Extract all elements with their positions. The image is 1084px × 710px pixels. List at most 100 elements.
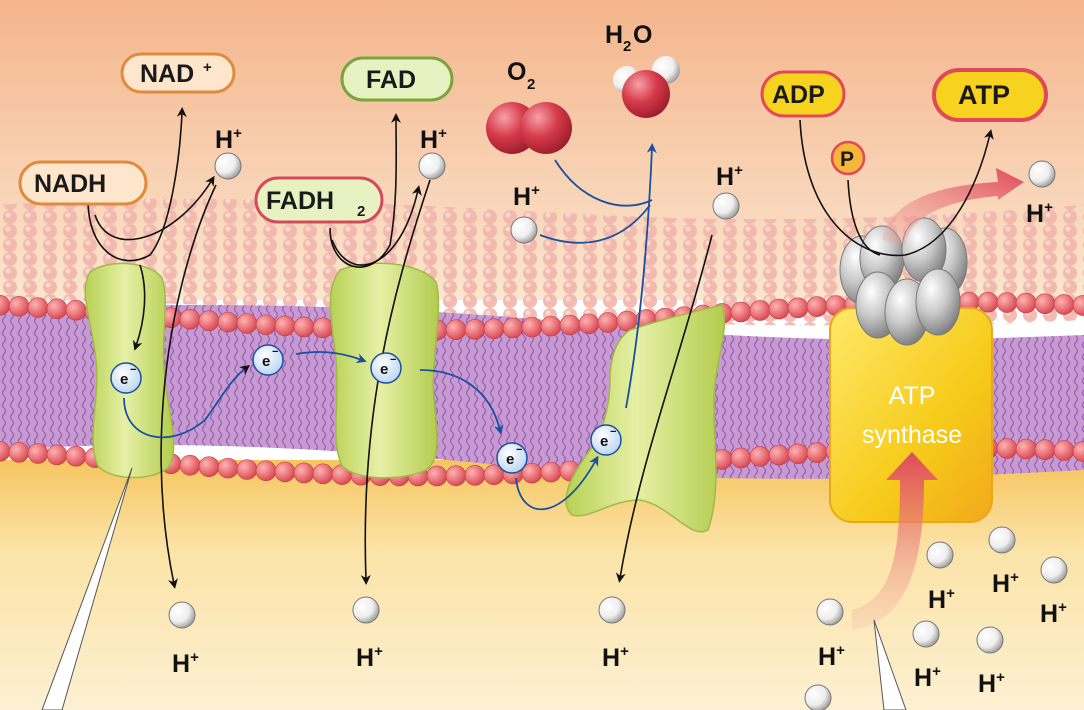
- atp-pill: ATP: [932, 68, 1048, 122]
- lipid-head: [464, 464, 486, 486]
- proton-label-charge: +: [531, 182, 540, 199]
- pointer-right: [873, 619, 907, 710]
- nad-plus-pill: NAD +: [120, 52, 236, 94]
- lipid-head: [46, 298, 68, 320]
- proton: H+: [712, 162, 743, 220]
- lipid-head: [1053, 440, 1075, 461]
- proton-label-charge: +: [1010, 569, 1019, 586]
- svg-text:−: −: [390, 354, 396, 366]
- lipid-head: [8, 442, 30, 463]
- lipid-head: [768, 444, 790, 466]
- proton-ball: [912, 620, 940, 648]
- proton-label-charge: +: [836, 642, 845, 659]
- proton-label-charge: +: [374, 643, 383, 660]
- lipid-head: [730, 301, 752, 323]
- electron-path: [123, 143, 657, 511]
- lipid-head: [806, 296, 828, 317]
- atp-synthase-head: [839, 217, 968, 346]
- lipid-head: [217, 311, 239, 333]
- atp-synthase-label-line1: ATP: [889, 382, 936, 410]
- proton-ball: [1040, 556, 1068, 584]
- proton-flow-arrow: [852, 452, 938, 630]
- lipid-head: [445, 319, 467, 340]
- svg-text:+: +: [203, 59, 212, 76]
- lipid-head: [65, 445, 87, 467]
- electron-3: e−: [370, 352, 402, 384]
- lipid-head: [1072, 295, 1084, 316]
- lipid-head: [483, 318, 505, 340]
- lipid-head: [255, 314, 277, 336]
- svg-text:−: −: [610, 426, 616, 438]
- proton-ball: [976, 626, 1004, 654]
- proton-label-charge: +: [438, 125, 447, 142]
- svg-text:−: −: [130, 364, 136, 376]
- proton: H+: [418, 125, 447, 180]
- svg-text:P: P: [840, 148, 854, 171]
- electron-4: e−: [496, 442, 528, 474]
- lipid-head: [217, 457, 239, 479]
- proton: H+: [912, 620, 941, 692]
- svg-text:2: 2: [357, 203, 365, 220]
- svg-text:H: H: [605, 21, 623, 49]
- proton-label: H+: [420, 125, 447, 154]
- lipid-head: [65, 299, 87, 321]
- svg-text:e: e: [380, 361, 388, 378]
- lipid-head: [749, 300, 771, 321]
- proton: [804, 684, 832, 710]
- lipid-head: [426, 465, 448, 487]
- fad-pill: FAD: [340, 56, 454, 102]
- lipid-head: [312, 463, 334, 485]
- lipid-head: [540, 315, 562, 337]
- membrane-surface: [0, 198, 1084, 326]
- electron-1: e−: [110, 362, 142, 394]
- electron-5: e−: [590, 424, 622, 456]
- lipid-head: [46, 444, 68, 466]
- lipid-head: [540, 461, 562, 483]
- lipid-head: [730, 447, 752, 469]
- svg-text:2: 2: [527, 76, 535, 93]
- phosphate: P: [830, 140, 866, 176]
- electron-2: e−: [252, 344, 284, 376]
- lipid-head: [1015, 292, 1037, 314]
- lipid-head: [255, 460, 277, 482]
- fadh2-pill: FADH 2: [254, 176, 384, 224]
- proton-label-charge: +: [620, 643, 629, 660]
- lipid-head: [236, 459, 258, 480]
- proton-label-charge: +: [932, 663, 941, 680]
- oxygen-molecule: O 2: [486, 58, 572, 154]
- svg-text:−: −: [272, 346, 278, 358]
- lipid-head: [502, 317, 524, 339]
- lipid-head: [1015, 438, 1037, 460]
- lipid-head: [996, 292, 1018, 313]
- svg-text:−: −: [516, 444, 522, 456]
- atp-release-arrow: [882, 168, 1024, 245]
- nadh-pill: NADH: [18, 160, 148, 206]
- svg-text:2: 2: [623, 38, 631, 55]
- proton: H+: [1040, 556, 1068, 628]
- lipid-head: [236, 313, 258, 334]
- proton-label: H+: [914, 663, 941, 692]
- lipid-head: [274, 461, 296, 483]
- lipid-head: [27, 443, 49, 464]
- lipid-head: [179, 454, 201, 476]
- svg-text:O: O: [507, 58, 526, 86]
- proton-label-charge: +: [996, 669, 1005, 686]
- proton-ball: [804, 684, 832, 710]
- lipid-head: [996, 438, 1018, 459]
- lipid-head: [787, 443, 809, 465]
- svg-text:FAD: FAD: [366, 66, 416, 94]
- lipid-head: [578, 313, 600, 335]
- lipid-head: [198, 310, 220, 332]
- svg-text:NADH: NADH: [34, 170, 106, 198]
- proton-label-charge: +: [1058, 599, 1067, 616]
- lipid-head: [293, 316, 315, 338]
- proton-label-charge: +: [734, 162, 743, 179]
- proton-label-charge: +: [946, 585, 955, 602]
- proton-label-charge: +: [190, 649, 199, 666]
- proton-ball: [926, 541, 954, 569]
- proton-ball: [214, 152, 242, 180]
- proton-label-charge: +: [1044, 199, 1053, 216]
- atp-synthase-label-line2: synthase: [862, 421, 962, 449]
- water-molecule: H 2 O: [605, 21, 680, 118]
